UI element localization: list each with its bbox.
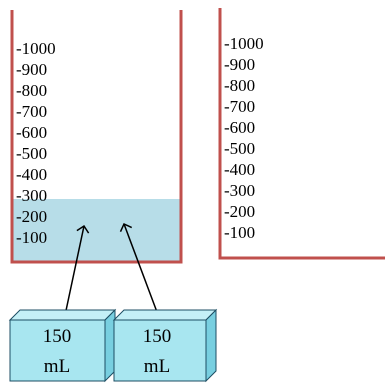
tick-label: -100 bbox=[16, 228, 47, 247]
tick-label: -200 bbox=[224, 202, 255, 221]
tick-label: -300 bbox=[224, 181, 255, 200]
tick-label: -900 bbox=[16, 60, 47, 79]
tick-label: -800 bbox=[16, 81, 47, 100]
tick-label: -500 bbox=[224, 139, 255, 158]
cube-150ml-1: 150 mL bbox=[8, 308, 117, 383]
cube-volume-value: 150 bbox=[43, 326, 72, 347]
tick-label: -700 bbox=[224, 97, 255, 116]
volume-scale: -1000 -900 -800 -700 -600 -500 -400 -300… bbox=[224, 34, 264, 242]
tick-label: -200 bbox=[16, 207, 47, 226]
tick-label: -1000 bbox=[224, 34, 264, 53]
tick-label: -900 bbox=[224, 55, 255, 74]
tick-label: -1000 bbox=[16, 39, 56, 58]
right-beaker: -1000 -900 -800 -700 -600 -500 -400 -300… bbox=[218, 8, 385, 260]
tick-label: -600 bbox=[224, 118, 255, 137]
tick-label: -600 bbox=[16, 123, 47, 142]
beaker-wall bbox=[10, 10, 183, 264]
cube-volume-unit: mL bbox=[144, 356, 170, 377]
tick-label: -300 bbox=[16, 186, 47, 205]
tick-label: -500 bbox=[16, 144, 47, 163]
cube-150ml-2: 150 mL bbox=[112, 308, 218, 383]
cube-volume-unit: mL bbox=[44, 356, 70, 377]
arrow-cube-2 bbox=[119, 223, 158, 313]
cube-top-face bbox=[112, 309, 218, 321]
water-fill bbox=[12, 199, 181, 262]
cube-volume-value: 150 bbox=[143, 326, 172, 347]
beaker-wall bbox=[218, 8, 385, 260]
cube-front-face bbox=[113, 319, 207, 382]
tick-label: -400 bbox=[16, 165, 47, 184]
tick-label: -400 bbox=[224, 160, 255, 179]
cube-side-face bbox=[205, 308, 217, 383]
tick-label: -800 bbox=[224, 76, 255, 95]
cube-top-face bbox=[8, 309, 117, 321]
left-beaker: -1000 -900 -800 -700 -600 -500 -400 -300… bbox=[10, 10, 183, 264]
volume-scale: -1000 -900 -800 -700 -600 -500 -400 -300… bbox=[16, 39, 56, 247]
cube-front-face bbox=[9, 319, 106, 382]
arrow-cube-1 bbox=[63, 224, 90, 321]
tick-label: -100 bbox=[224, 223, 255, 242]
tick-label: -700 bbox=[16, 102, 47, 121]
